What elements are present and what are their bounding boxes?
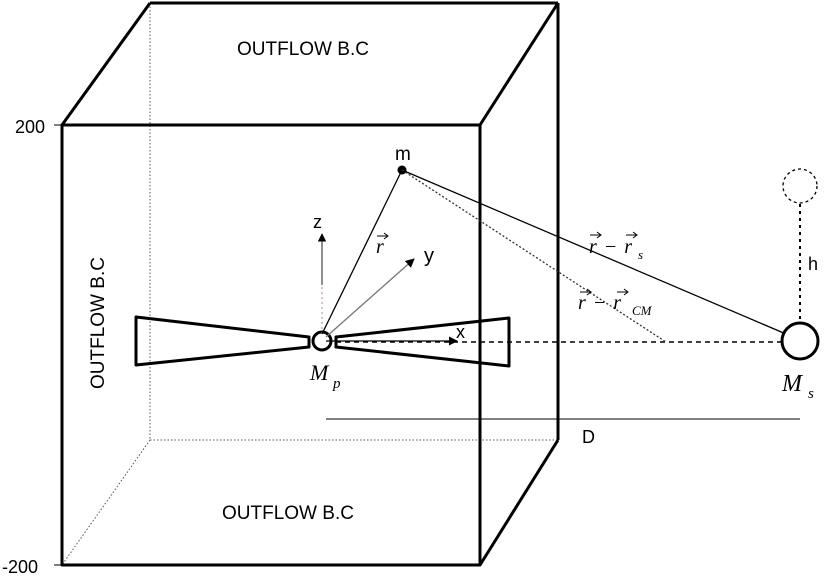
svg-text:r − r: r − r bbox=[589, 236, 633, 258]
h-label: h bbox=[808, 254, 818, 274]
svg-text:CM: CM bbox=[632, 303, 653, 318]
svg-text:s: s bbox=[638, 247, 643, 262]
y-label: y bbox=[424, 245, 434, 267]
z-label: z bbox=[313, 212, 322, 232]
disc-left-wedge bbox=[134, 315, 311, 367]
cube-edges bbox=[60, 1, 560, 567]
x-label: x bbox=[456, 322, 465, 342]
svg-text:r − r: r − r bbox=[578, 292, 622, 314]
svg-text:M: M bbox=[309, 360, 330, 385]
r-minus-rs-label: r − r s bbox=[589, 231, 643, 262]
D-label: D bbox=[582, 427, 595, 447]
top-value-label: 200 bbox=[15, 117, 45, 137]
Mp-label: M p bbox=[309, 360, 341, 392]
bottom-outflow-label: OUTFLOW B.C bbox=[222, 503, 354, 524]
secondary-mass-circle bbox=[780, 321, 820, 361]
r-minus-rs-line bbox=[401, 169, 801, 341]
cube-hidden-edges bbox=[61, 3, 558, 566]
svg-text:r: r bbox=[376, 236, 384, 258]
svg-text:s: s bbox=[808, 386, 814, 402]
secondary-inclined-circle bbox=[782, 168, 818, 204]
svg-text:p: p bbox=[332, 376, 341, 392]
Ms-label: M s bbox=[781, 371, 814, 402]
svg-text:M: M bbox=[781, 371, 804, 397]
r-vector bbox=[321, 169, 403, 335]
m-label: m bbox=[395, 144, 411, 165]
left-outflow-label: OUTFLOW B.C bbox=[88, 257, 109, 389]
top-outflow-label: OUTFLOW B.C bbox=[237, 39, 369, 60]
r-minus-rcm-line bbox=[401, 169, 667, 343]
r-label: r bbox=[376, 232, 389, 258]
bottom-value-label: -200 bbox=[2, 557, 38, 577]
disc-right-wedge bbox=[334, 316, 511, 368]
y-axis-arrow bbox=[325, 258, 415, 338]
r-minus-rcm-label: r − r CM bbox=[578, 288, 653, 318]
